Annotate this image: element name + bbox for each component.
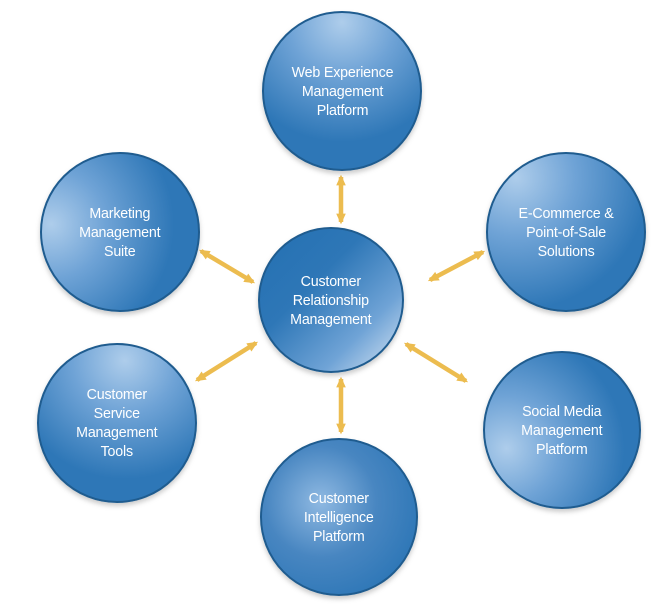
connector-arrow-top-right [427,250,486,282]
node-label: E-Commerce & Point-of-Sale Solutions [518,204,614,260]
connector-arrow-top-left [198,249,256,284]
node-label: Marketing Management Suite [79,204,161,260]
node-label: Web Experience Management Platform [291,63,393,119]
node-label: Customer Relationship Management [290,272,372,328]
node-marketing-management-suite: Marketing Management Suite [40,152,200,312]
node-label: Social Media Management Platform [521,402,603,458]
node-social-media-platform: Social Media Management Platform [483,351,641,509]
node-label: Customer Service Management Tools [76,386,158,460]
node-customer-relationship-management: Customer Relationship Management [258,227,404,373]
node-ecommerce-pos-solutions: E-Commerce & Point-of-Sale Solutions [486,152,646,312]
connector-arrow-bottom-right [403,342,469,383]
node-customer-intelligence-platform: Customer Intelligence Platform [260,438,418,596]
node-customer-service-tools: Customer Service Management Tools [37,343,197,503]
connector-arrow-bottom-left [194,341,259,382]
node-web-experience-platform: Web Experience Management Platform [262,11,422,171]
node-label: Customer Intelligence Platform [304,489,374,545]
